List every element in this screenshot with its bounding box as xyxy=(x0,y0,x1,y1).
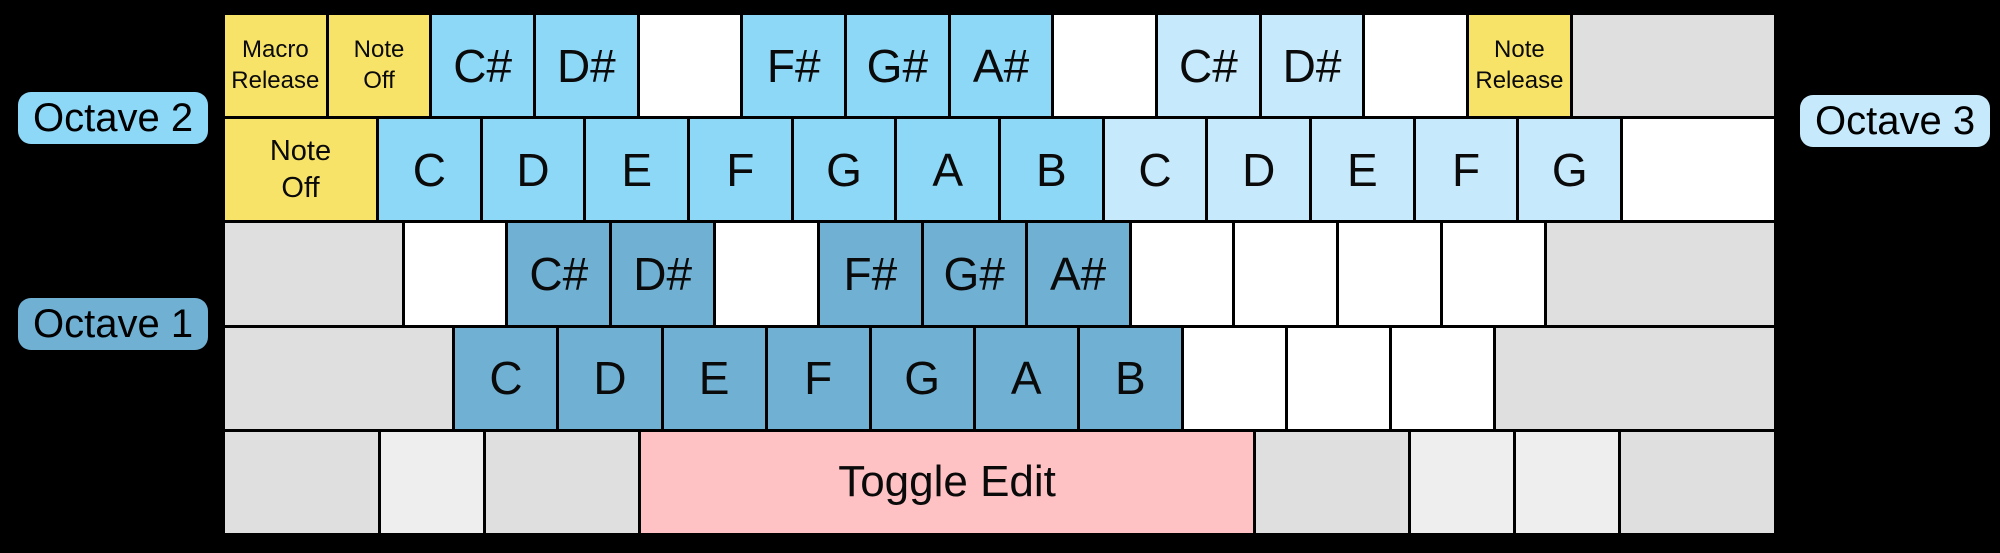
key-f-octave3: F xyxy=(1415,119,1517,221)
key-c-octave1: C xyxy=(455,327,557,429)
key-blank-gray-wide xyxy=(1621,431,1774,534)
key-blank xyxy=(1339,223,1441,325)
key-dsharp-octave2: D# xyxy=(536,15,637,117)
key-dsharp-octave3: D# xyxy=(1261,15,1363,117)
key-b-octave1: B xyxy=(1079,327,1181,429)
octave-3-label: Octave 3 xyxy=(1800,95,1991,147)
key-blank xyxy=(1235,223,1337,325)
key-blank xyxy=(639,15,741,117)
key-f-octave1: F xyxy=(767,327,869,429)
keyboard-row-space: Toggle Edit xyxy=(225,431,1774,534)
key-e-octave3: E xyxy=(1312,119,1413,221)
key-note-off: Note Off xyxy=(328,15,430,117)
key-d-octave3: D xyxy=(1208,119,1310,221)
key-blank xyxy=(1131,223,1233,325)
key-g-octave1: G xyxy=(871,327,973,429)
key-blank xyxy=(1443,223,1544,325)
key-blank-gray-wide xyxy=(1546,223,1774,325)
key-f-octave2: F xyxy=(690,119,791,221)
key-c-octave2: C xyxy=(379,119,480,221)
key-csharp-octave2: C# xyxy=(432,15,534,117)
key-note-off-wide: Note Off xyxy=(225,119,376,221)
key-blank-gray-light xyxy=(1411,431,1514,534)
key-asharp-octave1: A# xyxy=(1027,223,1129,325)
key-macro-release: Macro Release xyxy=(225,15,326,117)
key-g-octave3: G xyxy=(1519,119,1621,221)
key-blank-gray-wide xyxy=(225,223,402,325)
key-dsharp-octave1: D# xyxy=(612,223,714,325)
key-blank xyxy=(1365,15,1467,117)
key-blank xyxy=(1391,327,1494,429)
key-csharp-octave3: C# xyxy=(1158,15,1259,117)
key-blank-gray-wide xyxy=(225,431,378,534)
key-gsharp-octave2: G# xyxy=(847,15,948,117)
key-toggle-edit: Toggle Edit xyxy=(641,431,1253,534)
key-blank-gray-light xyxy=(380,431,483,534)
key-e-octave2: E xyxy=(586,119,688,221)
key-c-octave3: C xyxy=(1104,119,1206,221)
key-blank-gray-wide xyxy=(485,431,639,534)
octave-1-label: Octave 1 xyxy=(18,298,209,350)
key-blank xyxy=(1183,327,1285,429)
key-d-octave1: D xyxy=(559,327,661,429)
key-fsharp-octave1: F# xyxy=(819,223,921,325)
key-blank-gray-wide xyxy=(225,327,453,429)
key-b-octave2: B xyxy=(1001,119,1102,221)
key-asharp-octave2: A# xyxy=(950,15,1052,117)
octave-2-label: Octave 2 xyxy=(18,92,209,144)
key-blank-wide xyxy=(1623,119,1775,221)
key-blank-gray-wide xyxy=(1496,327,1774,429)
key-blank xyxy=(1054,15,1156,117)
keyboard-row-home: C#D# F#G#A# xyxy=(225,223,1774,325)
key-blank-gray-wide xyxy=(1255,431,1409,534)
key-e-octave1: E xyxy=(663,327,765,429)
key-blank xyxy=(716,223,817,325)
key-gsharp-octave1: G# xyxy=(923,223,1025,325)
key-blank xyxy=(1287,327,1389,429)
key-fsharp-octave2: F# xyxy=(743,15,845,117)
key-a-octave2: A xyxy=(897,119,999,221)
key-blank-gray-wide xyxy=(1572,15,1775,117)
key-d-octave2: D xyxy=(482,119,584,221)
key-g-octave2: G xyxy=(793,119,895,221)
key-a-octave1: A xyxy=(975,327,1077,429)
key-blank xyxy=(404,223,506,325)
key-csharp-octave1: C# xyxy=(508,223,610,325)
key-note-release: Note Release xyxy=(1469,15,1570,117)
key-blank-gray-light xyxy=(1516,431,1619,534)
